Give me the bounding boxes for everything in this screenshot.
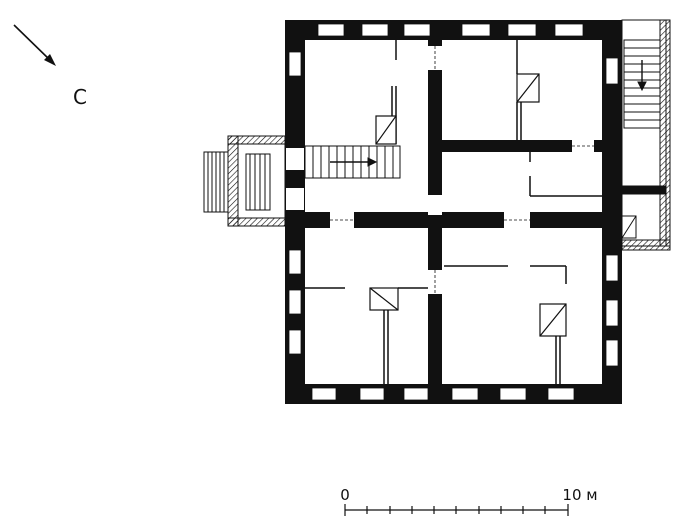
scale-bar	[344, 504, 569, 516]
north-arrow-icon	[13, 24, 56, 66]
inner-staircase	[304, 145, 401, 179]
compass-label: С	[73, 85, 87, 109]
scale-start-label: 0	[340, 486, 350, 504]
door-dashes	[330, 46, 594, 294]
entrance-porch	[203, 135, 286, 227]
stove-boxes	[369, 73, 567, 337]
window-openings	[288, 23, 619, 401]
side-staircase	[621, 19, 671, 251]
scale-end-label: 10 м	[562, 486, 597, 504]
